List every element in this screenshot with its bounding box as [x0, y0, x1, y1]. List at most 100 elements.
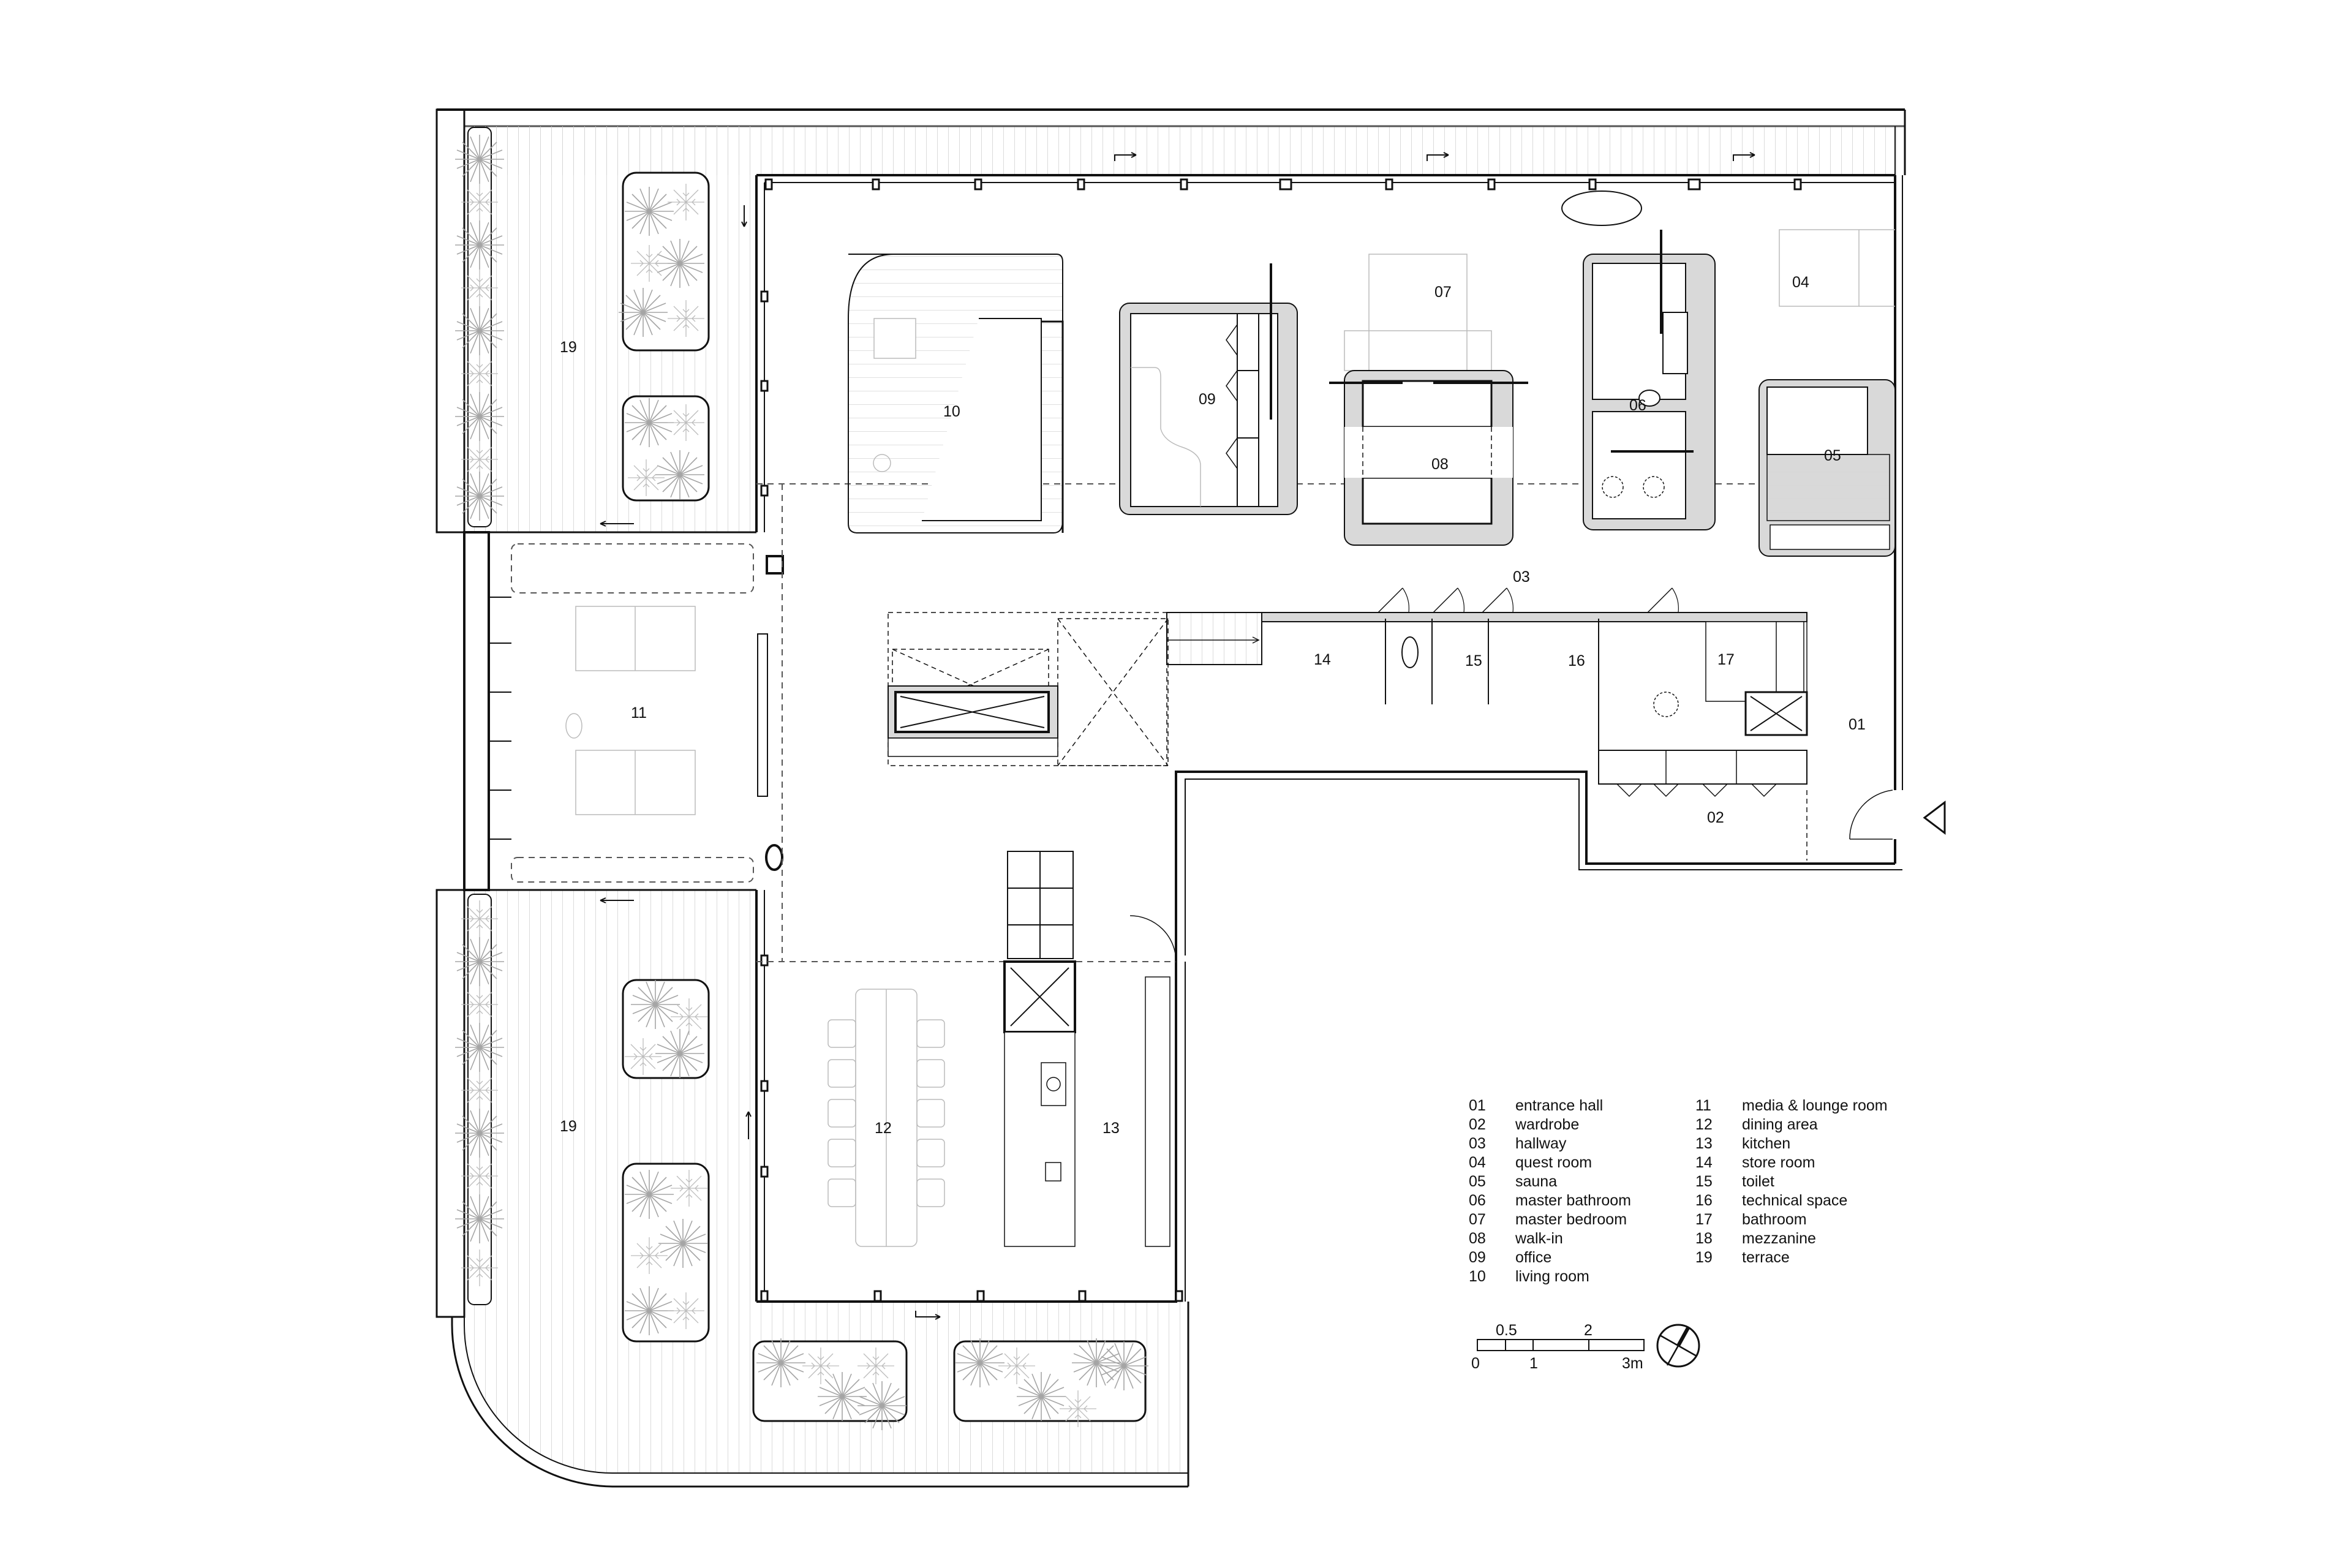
room-label-03: 03 [1513, 568, 1530, 586]
room-legend: 01 entrance hall 02 wardrobe 03 hallway 04 q… [1469, 1096, 1934, 1286]
master-bathroom-pod: 06 [1561, 190, 1716, 530]
legend-number: 14 [1695, 1154, 1713, 1171]
master-bedroom-bed: 07 [1344, 254, 1492, 371]
legend-number: 01 [1469, 1097, 1486, 1114]
legend-room-name: media & lounge room [1742, 1097, 1888, 1114]
room-label-09: 09 [1199, 391, 1216, 408]
room-label-19-lower: 19 [560, 1118, 577, 1135]
terrace-upper: 19 [435, 108, 1906, 533]
room-label-19-upper: 19 [560, 339, 577, 356]
room-label-02: 02 [1707, 809, 1724, 826]
legend-room-name: toilet [1742, 1173, 1774, 1190]
room-label-12: 12 [875, 1120, 892, 1137]
office-pod: 09 [1119, 263, 1298, 515]
legend-room-name: entrance hall [1515, 1097, 1604, 1114]
legend-number: 08 [1469, 1230, 1486, 1247]
legend-number: 03 [1469, 1135, 1486, 1152]
legend-number: 02 [1469, 1116, 1486, 1133]
legend-room-name: living room [1515, 1268, 1589, 1285]
scale-bar: 0.5 2 0 1 3m [1471, 1322, 1645, 1372]
legend-item: 15 toilet [1695, 1172, 1934, 1191]
legend-room-name: master bedroom [1515, 1211, 1627, 1228]
legend-item: 03 hallway [1469, 1134, 1695, 1153]
room-label-14: 14 [1314, 651, 1331, 668]
legend-item: 11 media & lounge room [1695, 1096, 1934, 1115]
legend-item: 19 terrace [1695, 1248, 1934, 1267]
legend-number: 10 [1469, 1268, 1486, 1285]
media-lounge: 11 [565, 606, 768, 815]
legend-item: 10 living room [1469, 1267, 1695, 1286]
legend-room-name: kitchen [1742, 1135, 1791, 1152]
legend-number: 11 [1695, 1097, 1711, 1114]
kitchen-dining: 12 13 [827, 851, 1177, 1247]
legend-column-left: 01 entrance hall 02 wardrobe 03 hallway 04 q… [1469, 1096, 1695, 1286]
legend-room-name: mezzanine [1742, 1230, 1816, 1247]
room-label-10: 10 [943, 403, 960, 420]
room-label-17: 17 [1717, 651, 1735, 668]
legend-item: 04 quest room [1469, 1153, 1695, 1172]
legend-room-name: hallway [1515, 1135, 1567, 1152]
room-label-08: 08 [1431, 456, 1449, 473]
legend-column-right: 11 media & lounge room 12 dining area 13 ki… [1695, 1096, 1934, 1286]
guest-room: 04 [1779, 229, 1895, 307]
legend-room-name: store room [1742, 1154, 1815, 1171]
walk-in-pod: 08 [1329, 370, 1528, 546]
building-envelope [463, 174, 1903, 1303]
legend-number: 04 [1469, 1154, 1486, 1171]
scale-label-2: 2 [1584, 1322, 1593, 1339]
legend-item: 06 master bathroom [1469, 1191, 1695, 1210]
legend-number: 15 [1695, 1173, 1713, 1190]
legend-item: 08 walk-in [1469, 1229, 1695, 1248]
legend-number: 13 [1695, 1135, 1713, 1152]
room-label-06: 06 [1629, 397, 1646, 414]
room-label-13: 13 [1102, 1120, 1120, 1137]
room-label-11: 11 [631, 704, 647, 722]
legend-number: 07 [1469, 1211, 1486, 1228]
legend-room-name: dining area [1742, 1116, 1818, 1133]
legend-room-name: bathroom [1742, 1211, 1807, 1228]
legend-room-name: sauna [1515, 1173, 1558, 1190]
facade-columns [760, 178, 1802, 1302]
legend-room-name: terrace [1742, 1249, 1790, 1266]
legend-number: 05 [1469, 1173, 1486, 1190]
room-label-07: 07 [1434, 284, 1452, 301]
room-label-15: 15 [1465, 652, 1482, 669]
legend-room-name: office [1515, 1249, 1552, 1266]
scale-label-3m: 3m [1622, 1355, 1643, 1372]
scale-label-0-5: 0.5 [1496, 1322, 1517, 1339]
legend-room-name: walk-in [1515, 1230, 1563, 1247]
north-arrow-icon [1656, 1324, 1700, 1368]
entrance-triangle-icon [1923, 800, 1946, 835]
legend-room-name: wardrobe [1515, 1116, 1580, 1133]
scale-label-1: 1 [1529, 1355, 1538, 1372]
legend-item: 12 dining area [1695, 1115, 1934, 1134]
legend-number: 06 [1469, 1192, 1486, 1209]
room-label-01: 01 [1849, 716, 1866, 733]
terrace-lower: 19 [435, 889, 1189, 1488]
legend-room-name: master bathroom [1515, 1192, 1631, 1209]
legend-item: 05 sauna [1469, 1172, 1695, 1191]
sauna-pod: 05 [1758, 379, 1896, 557]
legend-item: 18 mezzanine [1695, 1229, 1934, 1248]
legend-item: 13 kitchen [1695, 1134, 1934, 1153]
room-label-16: 16 [1568, 652, 1585, 669]
scale-label-0: 0 [1471, 1355, 1480, 1372]
service-rooms: 14 15 16 17 01 02 [1166, 587, 1866, 861]
legend-room-name: technical space [1742, 1192, 1848, 1209]
legend-number: 09 [1469, 1249, 1486, 1266]
legend-number: 16 [1695, 1192, 1713, 1209]
legend-item: 16 technical space [1695, 1191, 1934, 1210]
legend-item: 14 store room [1695, 1153, 1934, 1172]
legend-item: 07 master bedroom [1469, 1210, 1695, 1229]
legend-item: 01 entrance hall [1469, 1096, 1695, 1115]
legend-number: 18 [1695, 1230, 1713, 1247]
legend-room-name: quest room [1515, 1154, 1593, 1171]
legend-number: 19 [1695, 1249, 1713, 1266]
central-void-and-fireplace [888, 612, 1169, 766]
living-room-sofa: 10 [848, 254, 1064, 533]
legend-number: 12 [1695, 1116, 1713, 1133]
room-label-05: 05 [1824, 447, 1841, 464]
room-label-04: 04 [1792, 274, 1809, 291]
